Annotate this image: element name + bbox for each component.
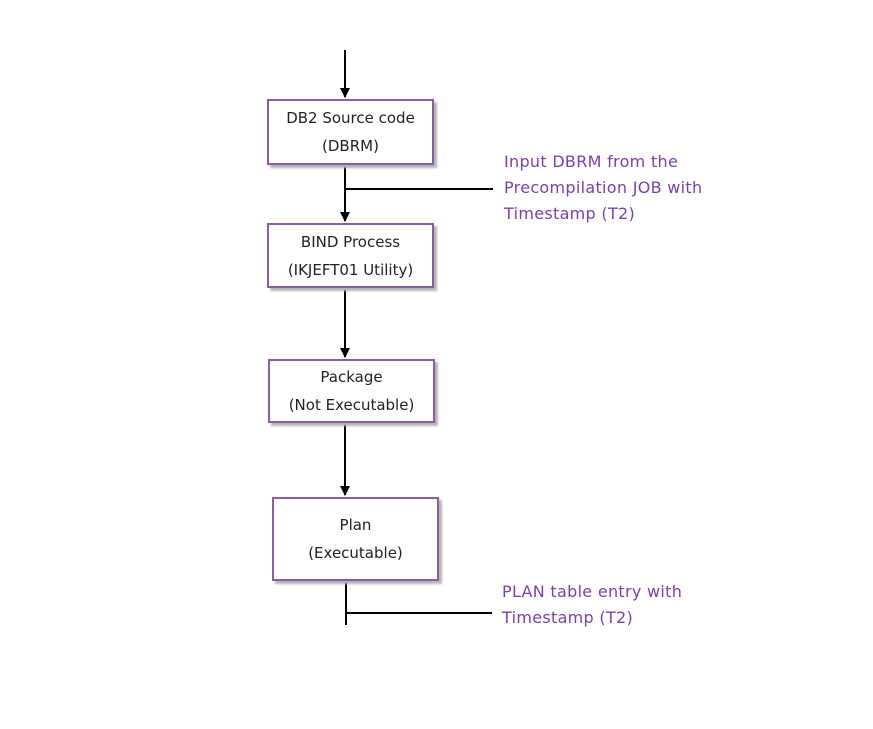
db2-source-code-subtitle: (DBRM) bbox=[322, 137, 379, 155]
plan-subtitle: (Executable) bbox=[308, 544, 403, 562]
plan-table-annotation-line: PLAN table entry with bbox=[502, 582, 683, 601]
package-subtitle: (Not Executable) bbox=[288, 396, 415, 414]
bind-process-box: BIND Process (IKJEFT01 Utility) bbox=[267, 223, 434, 288]
input-dbrm-annotation-line: Precompilation JOB with bbox=[504, 178, 703, 197]
plan-table-annotation-line: Timestamp (T2) bbox=[502, 608, 634, 627]
bind-process-title: BIND Process bbox=[300, 232, 401, 251]
db2-source-code-box: DB2 Source code (DBRM) bbox=[267, 99, 434, 165]
input-dbrm-annotation: Input DBRM from the Precompilation JOB w… bbox=[504, 149, 702, 227]
bind-process-subtitle: (IKJEFT01 Utility) bbox=[287, 260, 414, 279]
input-dbrm-annotation-line: Timestamp (T2) bbox=[504, 204, 636, 223]
plan-title: Plan bbox=[339, 516, 372, 534]
db2-source-code-title: DB2 Source code bbox=[286, 109, 415, 127]
plan-box: Plan (Executable) bbox=[272, 497, 439, 581]
plan-table-annotation: PLAN table entry with Timestamp (T2) bbox=[502, 579, 682, 631]
input-dbrm-annotation-line: Input DBRM from the bbox=[504, 152, 679, 171]
package-title: Package bbox=[320, 368, 383, 386]
package-box: Package (Not Executable) bbox=[268, 359, 435, 423]
